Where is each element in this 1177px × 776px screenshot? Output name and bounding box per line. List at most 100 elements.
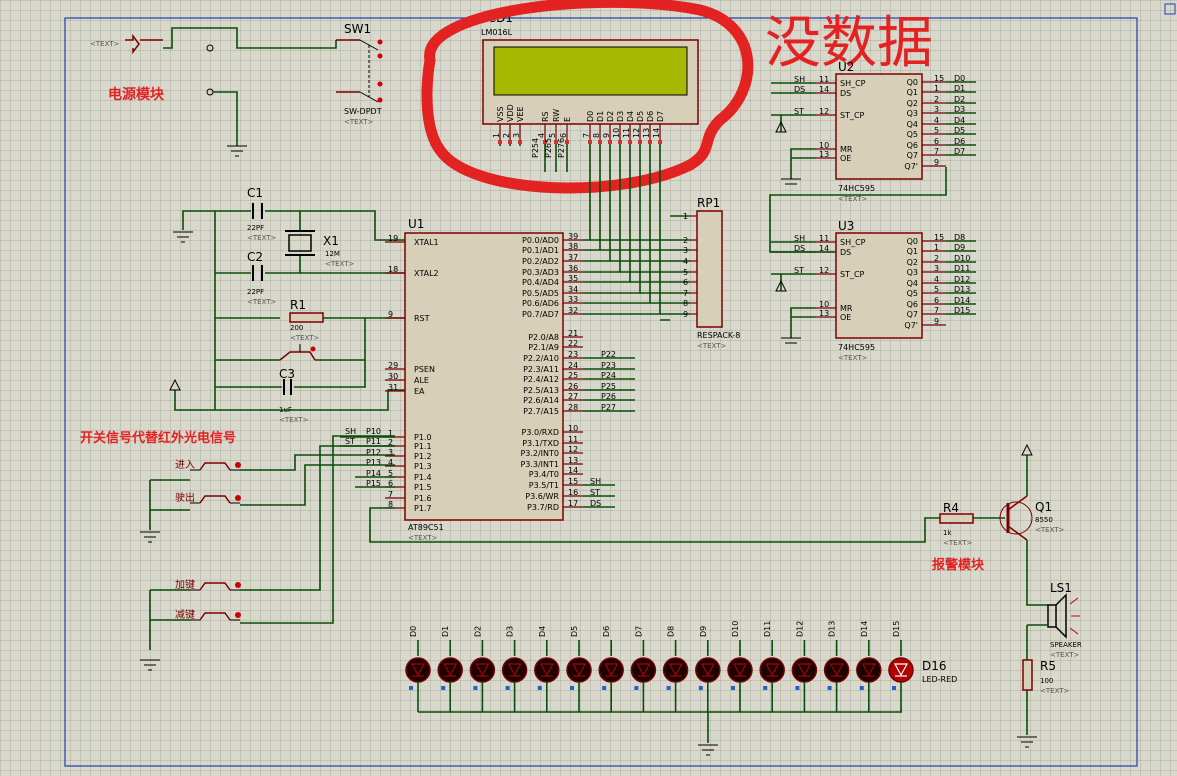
hc595-out-d2: D2: [954, 95, 965, 104]
u1-body[interactable]: [404, 232, 564, 521]
button-minus[interactable]: 减键: [175, 608, 241, 621]
led-body: [405, 657, 431, 683]
lcd-pin-rw: RW: [552, 109, 561, 122]
speaker-icon[interactable]: [1047, 593, 1080, 639]
led-d3[interactable]: D3: [501, 626, 528, 712]
led-marker: [441, 686, 446, 690]
hc595-net-ds: DS: [794, 244, 805, 253]
button-out[interactable]: 驶出: [175, 491, 241, 504]
led-d1[interactable]: D1: [437, 626, 463, 712]
hc595-pin-sh_cp: SH_CP: [840, 79, 866, 88]
lcd-pin-num: 1: [492, 133, 501, 138]
alarm-module[interactable]: R4 1k <TEXT> Q1 8550 <TEXT> 报警模块 LS1 SPE…: [932, 443, 1082, 748]
power-jack[interactable]: [206, 44, 214, 52]
lcd-pin-d6: D6: [646, 111, 655, 122]
led-d7[interactable]: D7: [630, 626, 657, 712]
power-module[interactable]: <TEXT> 电源模块: [90, 27, 337, 157]
hc595-out-d13: D13: [954, 285, 970, 294]
led-d0[interactable]: D0: [405, 626, 431, 712]
u1-pin-p21a9: P2.1/A9: [528, 343, 559, 352]
hc595-out-d8: D8: [954, 233, 965, 242]
lcd1-display[interactable]: LCD1 LM016L <TEXT> VSS1VDD2VEE3RS4RW5E6D…: [481, 11, 699, 172]
hc595-pin-q3: Q3: [907, 268, 918, 277]
led-symbol: [539, 663, 554, 677]
transistor-q1[interactable]: [999, 495, 1033, 541]
u3-shift-register[interactable]: U374HC595<TEXT>SH_CP11SHDS14DSST_CP12STM…: [771, 219, 976, 362]
led-symbol: [604, 663, 619, 677]
u1-pin-p01ad1: P0.1/AD1: [522, 246, 559, 255]
lcd-screen[interactable]: [493, 46, 688, 96]
p0-to-lcd-wire: [583, 144, 621, 273]
hc595-pin-q6: Q6: [907, 300, 918, 309]
button-plus[interactable]: 加键: [175, 578, 241, 591]
rp1-common-wire: [660, 215, 690, 321]
led-marker: [570, 686, 574, 690]
lcd-pin-num: 11: [622, 128, 631, 138]
svg-text:<TEXT>: <TEXT>: [1050, 651, 1080, 659]
hc595-pin-q2: Q2: [907, 258, 918, 267]
corner-marker: [1164, 3, 1176, 15]
u1-mcu[interactable]: U1 AT89C51 <TEXT> XTAL119XTAL218RST9PSEN…: [385, 217, 583, 542]
led-d5[interactable]: D5: [566, 626, 592, 712]
led-d14[interactable]: D14: [856, 621, 882, 712]
led-marker: [827, 686, 832, 690]
led-d4[interactable]: D4: [534, 626, 560, 712]
u1-pin-num: 32: [568, 306, 578, 315]
led-symbol: [668, 663, 683, 677]
hc595-pin-num: 14: [819, 244, 829, 253]
u1-pin-num: 26: [568, 382, 578, 391]
button-in[interactable]: 进入: [175, 459, 241, 471]
resistor-r5[interactable]: [1022, 659, 1033, 691]
u2-shift-register[interactable]: U274HC595<TEXT>SH_CP11SHDS14DSST_CP12STM…: [771, 60, 976, 203]
hc595-pin-q6: Q6: [907, 141, 918, 150]
r1-value: 200: [290, 324, 303, 332]
led-d12[interactable]: D12: [791, 621, 818, 712]
crystal-x1[interactable]: [288, 234, 312, 252]
power-jack-2[interactable]: [206, 88, 214, 96]
led-marker: [666, 686, 671, 690]
u1-pin-num: 12: [568, 445, 578, 454]
lcd-pin-num: 4: [537, 133, 546, 138]
led-net-label: D4: [538, 626, 547, 637]
led-d6[interactable]: D6: [598, 626, 624, 712]
sw1-ref: SW1: [344, 22, 371, 36]
led-d9[interactable]: D9: [695, 626, 721, 712]
hc595-pin-ds: DS: [840, 248, 851, 257]
led-d8[interactable]: D8: [662, 626, 689, 712]
sw1-switch[interactable]: SW1 SW-DPDT <TEXT>: [336, 22, 383, 126]
led-marker: [731, 686, 735, 690]
x1-ref: X1: [323, 234, 339, 248]
u1-pin-num: 33: [568, 295, 578, 304]
lcd-pin-dot: [658, 140, 662, 144]
p3-net-sh: SH: [590, 477, 601, 486]
led-symbol: [797, 663, 812, 677]
resistor-r4[interactable]: [939, 513, 974, 524]
hc595-pin-num: 13: [819, 309, 829, 318]
lcd-pin-num: 3: [512, 133, 521, 138]
hc595-pin-num: 15: [934, 74, 944, 83]
resistor-r1[interactable]: [289, 312, 324, 323]
u1-pin-num: 21: [568, 329, 578, 338]
u1-pin-p20a8: P2.0/A8: [528, 333, 559, 342]
oscillator-circuit[interactable]: C1 22PF <TEXT> C2 22PF <TEXT> X1 12M <TE…: [169, 186, 405, 424]
lcd-pin-d4: D4: [626, 111, 635, 122]
led-d15[interactable]: D15: [888, 621, 914, 712]
led-d2[interactable]: D2: [469, 626, 496, 712]
hc595-pin-num: 9: [934, 317, 939, 326]
led-d10[interactable]: D10: [727, 621, 753, 712]
led-marker: [859, 686, 864, 690]
led-net-label: D2: [473, 626, 482, 637]
svg-text:<TEXT>: <TEXT>: [943, 539, 973, 547]
u1-pin-num: 29: [388, 361, 398, 370]
rp1-body[interactable]: [696, 210, 723, 328]
led-d13[interactable]: D13: [823, 621, 850, 712]
led-net-label: D7: [634, 626, 643, 637]
p2-net-p27: P27: [601, 403, 616, 412]
led-d11[interactable]: D11: [759, 621, 785, 712]
led-marker: [892, 686, 896, 690]
